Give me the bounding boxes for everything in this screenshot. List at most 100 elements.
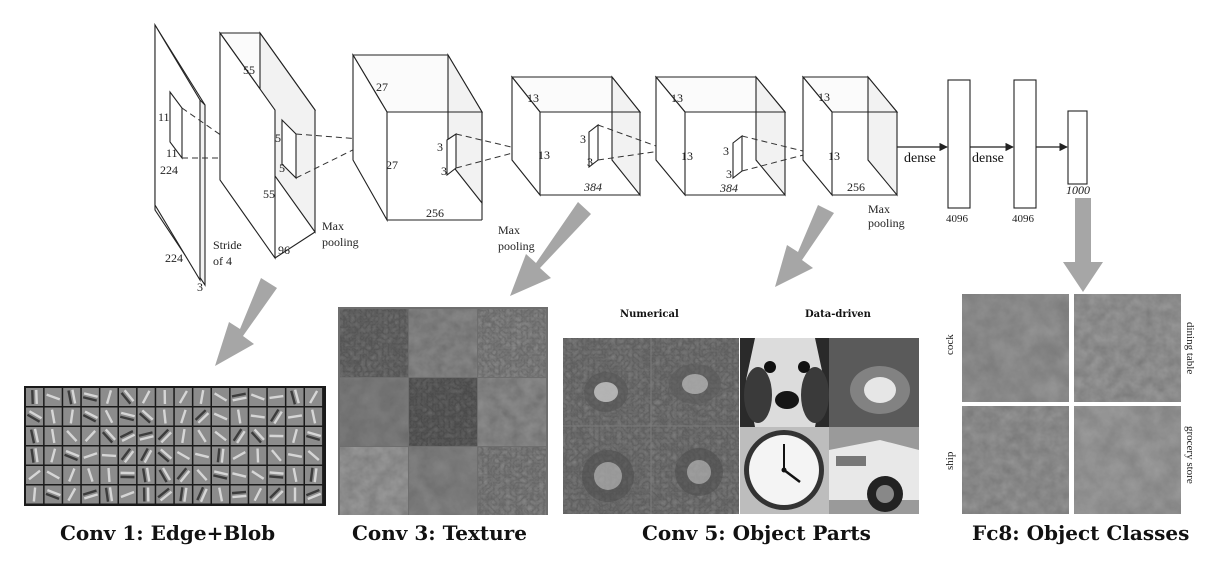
filter-stripe — [250, 414, 265, 419]
output-size: 1000 — [1066, 183, 1090, 197]
filter-tile — [156, 446, 174, 465]
dense2-box — [1013, 79, 1037, 209]
input-layer: 11 11 224 224 3 Stride of 4 — [154, 23, 246, 294]
filter-stripe — [162, 409, 167, 424]
filter-stripe — [33, 428, 40, 443]
filter-stripe — [232, 494, 247, 499]
filter-tile — [249, 427, 267, 445]
filter-stripe — [236, 409, 242, 424]
filter-tile — [230, 388, 248, 406]
filter-stripe — [253, 428, 265, 441]
pool2-label-2: pooling — [498, 239, 535, 253]
filter-stripe — [119, 430, 134, 439]
filter-stripe — [82, 489, 97, 496]
filter-stripe — [213, 474, 228, 480]
conv1-kernel-b: 5 — [279, 161, 285, 175]
filter-stripe — [104, 428, 117, 441]
filter-tile — [174, 466, 192, 484]
texture-tile — [478, 309, 546, 377]
filter-stripe — [30, 448, 35, 463]
filter-stripe — [251, 470, 265, 480]
input-dim-w: 224 — [160, 163, 178, 177]
arrow-to-conv3 — [510, 202, 591, 296]
filter-stripe — [287, 414, 303, 419]
filter-tile — [267, 407, 285, 426]
filter-stripe — [307, 450, 320, 461]
conv1-depth: 96 — [278, 243, 290, 257]
filter-tile — [137, 407, 155, 426]
filter-stripe — [269, 487, 281, 499]
filter-stripe — [216, 448, 221, 463]
filter-stripe — [253, 487, 263, 502]
filter-tile — [63, 388, 81, 406]
conv5-depth: 256 — [847, 180, 865, 194]
arrow-to-fc8 — [1063, 198, 1103, 292]
texture-tile — [340, 378, 408, 446]
filter-stripe — [45, 492, 60, 500]
filter-stripe — [292, 467, 298, 483]
filter-stripe — [231, 392, 246, 398]
texture-tile — [409, 309, 477, 377]
conv1-caption: Conv 1: Edge+Blob — [60, 521, 275, 545]
conv3-caption: Conv 3: Texture — [352, 521, 527, 545]
input-kernel-b: 11 — [166, 146, 178, 160]
filter-stripe — [46, 470, 60, 480]
conv1-top: 55 — [243, 63, 255, 77]
conv4-block: 13 13 3 3 384 — [654, 75, 812, 197]
filter-stripe — [214, 430, 227, 442]
filter-stripe — [120, 471, 135, 475]
fc8-label-dining-table: dining table — [1184, 322, 1196, 374]
conv1-kernel-a: 5 — [275, 131, 281, 145]
filter-stripe — [196, 486, 205, 501]
filter-stripe — [120, 392, 132, 405]
conv2-kernel — [446, 132, 457, 177]
conv2-kernel-a: 3 — [437, 140, 443, 154]
filter-stripe — [218, 487, 224, 502]
filter-stripe — [160, 431, 172, 444]
filter-stripe — [87, 467, 94, 483]
pool3-label-2: pooling — [868, 216, 905, 230]
filter-stripe — [32, 487, 37, 502]
filter-tile — [156, 485, 174, 504]
filter-stripe — [145, 467, 151, 482]
fc8-cock-image — [962, 294, 1069, 402]
conv1-panel: Conv 1: Edge+Blob — [24, 386, 326, 545]
filter-tile — [119, 446, 137, 465]
filter-stripe — [305, 434, 321, 442]
filter-stripe — [66, 430, 78, 442]
texture-tile — [478, 378, 546, 446]
filter-stripe — [183, 487, 188, 502]
filter-stripe — [159, 490, 173, 502]
conv1-filter-grid — [26, 388, 323, 504]
dense1-size: 4096 — [946, 213, 969, 225]
filter-stripe — [305, 488, 320, 497]
filter-stripe — [68, 468, 76, 482]
filter-stripe — [46, 489, 61, 497]
filter-stripe — [178, 390, 188, 404]
filter-tile — [100, 485, 118, 504]
conv5-numerical-images — [563, 338, 739, 514]
filter-tile — [100, 427, 118, 445]
filter-tile — [193, 407, 211, 426]
filter-stripe — [107, 467, 111, 483]
conv5-panel: Numerical Data-driven — [563, 309, 919, 545]
grey-arrows — [215, 198, 1103, 366]
filter-stripe — [141, 409, 154, 421]
filter-stripe — [176, 450, 191, 461]
input-depth: 3 — [197, 280, 203, 294]
filter-stripe — [256, 448, 260, 463]
filter-stripe — [121, 433, 136, 442]
filter-tile — [212, 446, 230, 465]
stride-label-2: of 4 — [213, 254, 232, 268]
conv4-kernel-b: 3 — [726, 167, 732, 181]
filter-tile — [137, 466, 155, 484]
stride-label-1: Stride — [213, 238, 242, 252]
filter-stripe — [199, 389, 205, 405]
texture-tile — [409, 447, 477, 515]
filter-stripe — [179, 487, 184, 502]
conv5-block: 13 13 256 Max pooling — [801, 75, 905, 230]
filter-stripe — [181, 428, 186, 444]
filter-stripe — [143, 449, 153, 464]
filter-tile — [26, 446, 44, 465]
